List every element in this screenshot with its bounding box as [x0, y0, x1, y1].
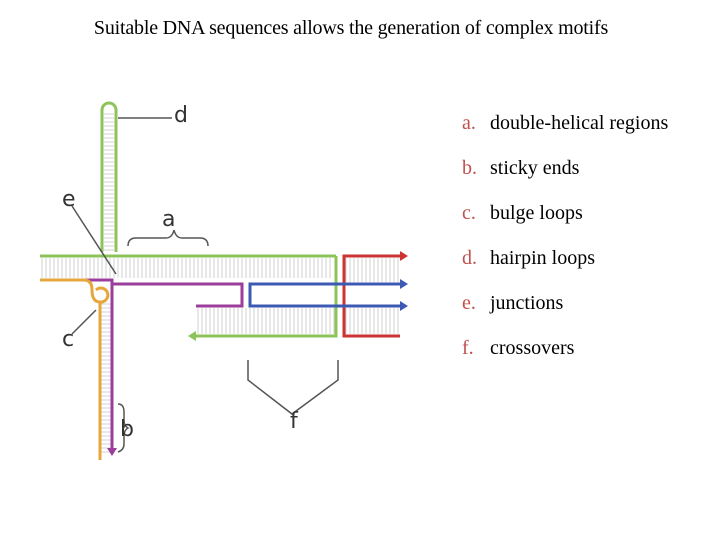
legend-marker: c.: [462, 202, 476, 224]
red-strand: [342, 254, 400, 338]
legend-item-hairpin-loops: d. hairpin loops: [462, 243, 712, 273]
legend-item-crossovers: f. crossovers: [462, 333, 712, 363]
purple-arrow-head: [107, 448, 117, 456]
legend-item-junctions: e. junctions: [462, 288, 712, 318]
legend-marker: b.: [462, 157, 477, 179]
label-f: f: [290, 409, 299, 434]
purple-strand: [40, 278, 244, 454]
legend-marker: a.: [462, 112, 476, 134]
orange-strand: [40, 278, 102, 460]
annotation-lines: [71, 117, 339, 453]
orange-bulge-loop: [94, 286, 110, 304]
legend-item-bulge-loops: c. bulge loops: [462, 198, 712, 228]
label-c: c: [62, 327, 74, 352]
legend-text: hairpin loops: [490, 247, 595, 269]
base-pair-ticks: [41, 113, 399, 453]
legend-marker: f.: [462, 337, 474, 359]
legend-item-double-helical-regions: a. double-helical regions: [462, 108, 712, 138]
brace-b: [117, 403, 130, 453]
blue-strand: [248, 282, 400, 308]
legend-list: a. double-helical regions b. sticky ends…: [462, 108, 712, 378]
brace-f: [247, 360, 339, 415]
legend-text: double-helical regions: [490, 112, 669, 134]
legend-text: junctions: [490, 292, 564, 314]
legend-text: bulge loops: [490, 202, 583, 224]
label-d: d: [174, 103, 188, 128]
label-e: e: [62, 187, 76, 212]
slide-title: Suitable DNA sequences allows the genera…: [93, 17, 609, 39]
hairpin-strand: [100, 101, 118, 252]
legend-text: sticky ends: [490, 157, 580, 179]
diagram-labels: d e a c b f: [62, 103, 299, 442]
legend-item-sticky-ends: b. sticky ends: [462, 153, 712, 183]
legend-marker: d.: [462, 247, 477, 269]
blue-arrow-head-bottom: [400, 301, 408, 311]
red-arrow-head: [400, 251, 408, 261]
label-a: a: [162, 207, 175, 232]
legend-marker: e.: [462, 292, 476, 314]
legend-text: crossovers: [490, 337, 575, 359]
green-arrow-head: [188, 331, 196, 341]
leader-c: [71, 309, 97, 335]
brace-a: [127, 229, 209, 247]
leader-e: [71, 205, 117, 275]
blue-arrow-head-top: [400, 279, 408, 289]
label-b: b: [120, 417, 134, 442]
